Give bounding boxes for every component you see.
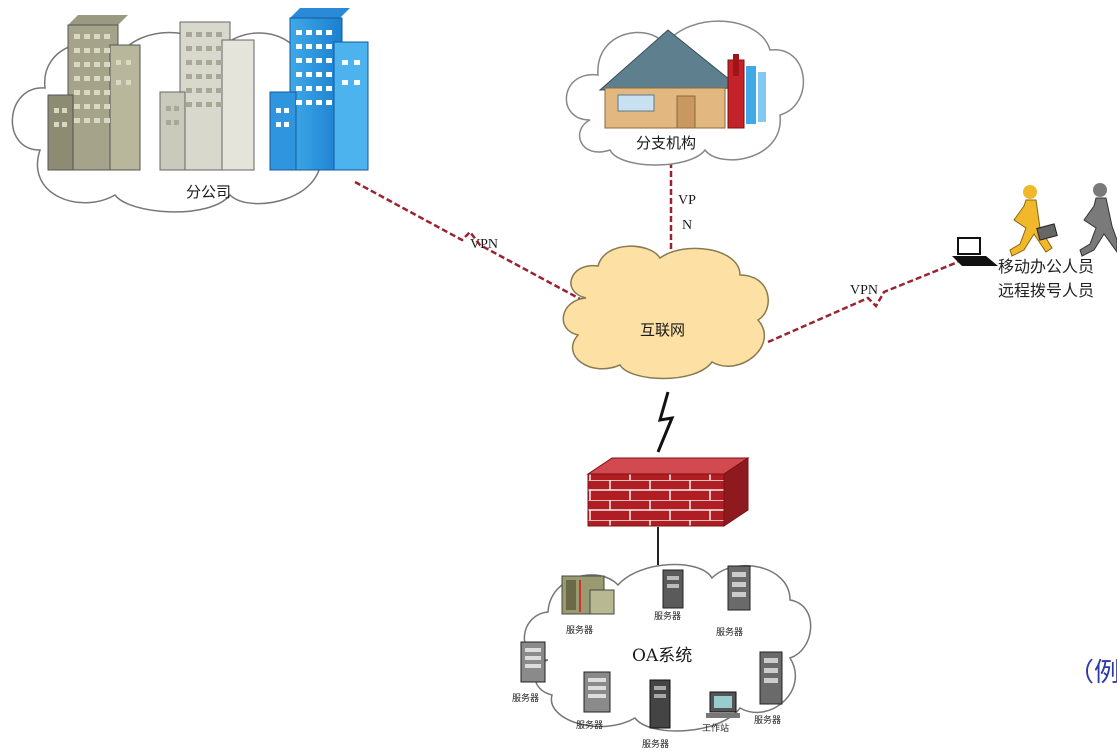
firewall-icon xyxy=(586,457,750,527)
internet-label: 互联网 xyxy=(640,321,686,339)
running-person-yellow-icon xyxy=(1009,185,1058,257)
server-label: 服务器 xyxy=(642,740,670,750)
oa-system-label: OA系统 xyxy=(632,646,693,666)
laptop-icon xyxy=(952,237,998,266)
server-label: 服务器 xyxy=(512,694,540,704)
house-icon xyxy=(598,29,766,129)
branch-company-label: 分公司 xyxy=(186,183,232,201)
vpn-top-label-line1: VP xyxy=(678,193,696,208)
server-icon xyxy=(662,569,684,609)
server-label: 服务器 xyxy=(566,626,594,636)
server-icon xyxy=(727,565,751,611)
server-label: 服务器 xyxy=(716,628,744,638)
remote-dialup-label: 远程拨号人员 xyxy=(998,281,1095,300)
server-icon xyxy=(583,671,611,713)
server-icon xyxy=(520,641,546,683)
running-person-gray-icon xyxy=(1079,183,1117,257)
internet-cloud xyxy=(562,245,769,380)
mobile-worker-label: 移动办公人员 xyxy=(998,257,1095,276)
server-label: 服务器 xyxy=(576,721,604,731)
office-building-light xyxy=(159,21,255,171)
vpn-top-label-line2: N xyxy=(682,218,693,233)
server-label: 服务器 xyxy=(654,612,682,622)
workstation-icon xyxy=(706,691,740,718)
vpn-left-label: VPN xyxy=(470,237,499,252)
office-building-dark xyxy=(47,15,141,171)
server-icon xyxy=(561,575,615,615)
server-icon xyxy=(759,651,783,705)
server-icon xyxy=(649,679,671,729)
workstation-label: 工作站 xyxy=(702,724,730,734)
vpn-link-right xyxy=(767,260,959,344)
vpn-link-left xyxy=(354,180,583,302)
server-label: 服务器 xyxy=(754,716,782,726)
vpn-right-label: VPN xyxy=(850,283,879,298)
office-building-blue xyxy=(269,8,369,171)
lightning-link xyxy=(656,391,675,453)
branch-office-label: 分支机构 xyxy=(636,134,697,152)
example-note: （例 xyxy=(1068,658,1117,688)
